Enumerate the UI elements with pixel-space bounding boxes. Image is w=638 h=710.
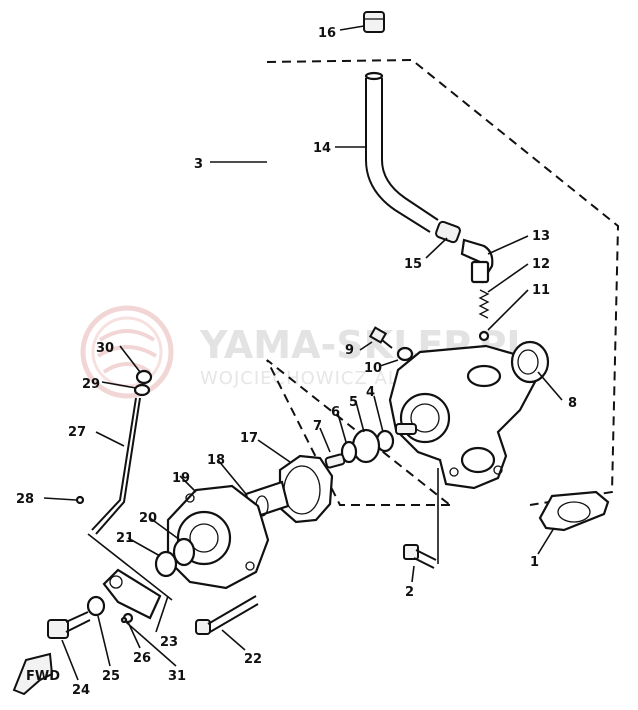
- callout-18: 18: [207, 453, 225, 468]
- callout-20: 20: [139, 511, 157, 526]
- callout-19: 19: [172, 471, 190, 486]
- part-29-washer: [133, 383, 151, 397]
- callout-29: 29: [82, 377, 100, 392]
- part-22-bolt: [195, 595, 259, 635]
- callout-27: 27: [68, 425, 86, 440]
- part-12-spring: [478, 289, 490, 319]
- part-25-washer: [86, 595, 106, 617]
- part-17-hub: [278, 454, 334, 524]
- callout-6: 6: [331, 405, 340, 420]
- part-24-bolt: [47, 611, 91, 639]
- part-10-washer: [396, 346, 414, 362]
- part-11-ball: [478, 330, 490, 342]
- callout-11: 11: [532, 283, 550, 298]
- assembly-boundary: [266, 58, 620, 506]
- callout-5: 5: [349, 395, 358, 410]
- part-23-bracket: [102, 568, 162, 620]
- part-14-hose: [364, 71, 439, 233]
- part-8-cap: [510, 340, 550, 384]
- part-13-fitting: [460, 238, 494, 284]
- callout-31: 31: [168, 669, 186, 684]
- callout-4: 4: [366, 385, 375, 400]
- callout-17: 17: [240, 431, 258, 446]
- part-5-seal: [351, 428, 381, 464]
- callout-13: 13: [532, 229, 550, 244]
- callout-1: 1: [530, 555, 539, 570]
- part-21-circlip: [154, 550, 178, 578]
- callout-23: 23: [160, 635, 178, 650]
- callout-22: 22: [244, 652, 262, 667]
- callout-2: 2: [405, 585, 414, 600]
- callout-labels: 16 14 3 15 13 12 11 9 10 8 4 5 6 7 17 18…: [16, 26, 577, 698]
- callout-30: 30: [96, 341, 114, 356]
- callout-9: 9: [345, 343, 354, 358]
- callout-10: 10: [364, 361, 382, 376]
- part-27-rod: [91, 397, 141, 535]
- part-16-cap: [363, 11, 385, 33]
- callout-16: 16: [318, 26, 336, 41]
- forward-label: FWD: [26, 669, 60, 684]
- callout-15: 15: [404, 257, 422, 272]
- callout-26: 26: [133, 651, 151, 666]
- part-28-screw: [75, 495, 85, 505]
- part-9-bolt: [368, 326, 393, 349]
- part-30-nut: [135, 369, 153, 385]
- part-19-cover: [166, 484, 270, 590]
- callout-24: 24: [72, 683, 90, 698]
- callout-28: 28: [16, 492, 34, 507]
- part-31-pin: [120, 616, 128, 624]
- callout-25: 25: [102, 669, 120, 684]
- callout-12: 12: [532, 257, 550, 272]
- callout-8: 8: [568, 396, 577, 411]
- part-6-collar: [340, 440, 358, 464]
- callout-21: 21: [116, 531, 134, 546]
- part-2-bolt: [403, 544, 437, 569]
- part-15-clamp: [435, 220, 461, 244]
- forward-direction-tag: FWD: [12, 652, 60, 696]
- part-1-gasket: [538, 490, 610, 532]
- callout-7: 7: [313, 419, 322, 434]
- pump-housing: [388, 344, 538, 490]
- callout-14: 14: [313, 141, 331, 156]
- part-20-bearing: [172, 537, 196, 567]
- leader-lines: [43, 25, 563, 681]
- callout-3: 3: [194, 157, 203, 172]
- part-7-shaft: [324, 453, 346, 469]
